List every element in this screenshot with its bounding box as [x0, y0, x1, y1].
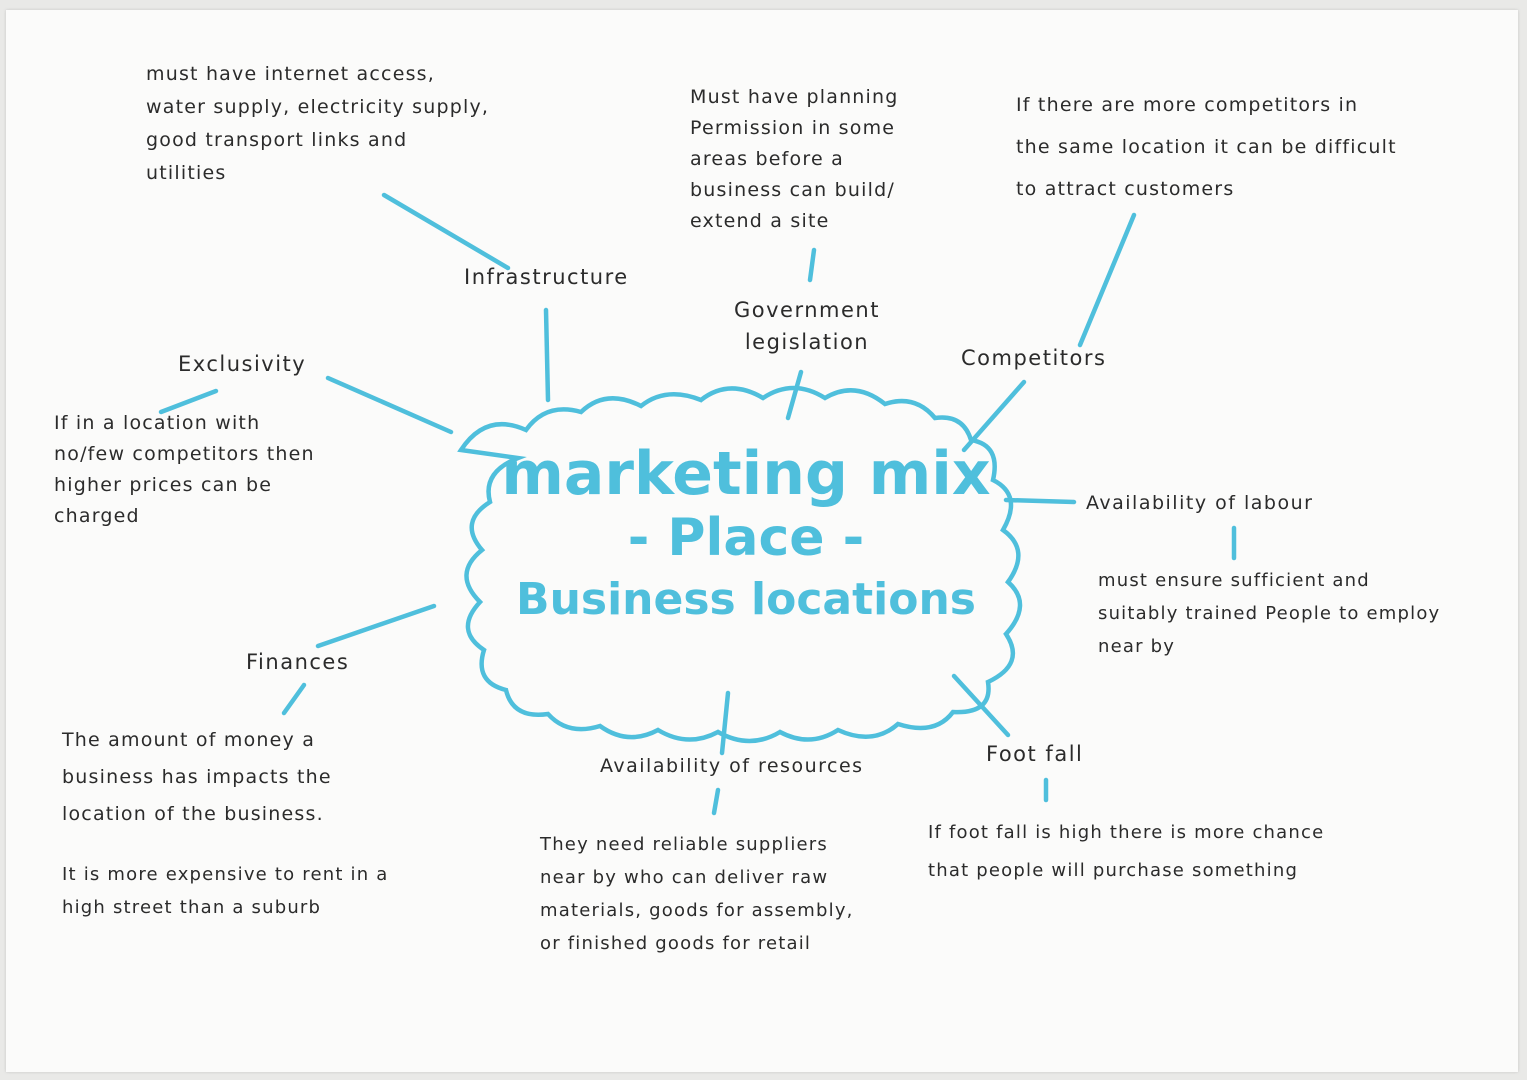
link-exclusivity [325, 375, 454, 435]
link-competitors [961, 379, 1027, 453]
resources-label: Availability of resources [600, 755, 864, 777]
link-footfall [951, 673, 1011, 738]
link-infrastructure [543, 307, 551, 403]
competitors-label: Competitors [961, 346, 1107, 370]
competitors-note: If there are more competitors in the sam… [1016, 94, 1397, 200]
link-government-note [807, 247, 817, 283]
mind-map-connectors [158, 192, 1237, 816]
central-topic-line-2: - Place - [627, 508, 865, 568]
central-cloud-outline [457, 385, 1023, 744]
link-infrastructure-note [381, 192, 511, 271]
link-finances-note [281, 682, 307, 716]
link-resources [719, 690, 731, 756]
link-resources-note [711, 787, 721, 816]
central-topic-line-3: Business locations [516, 574, 976, 625]
central-topic: marketing mix - Place - Business locatio… [476, 440, 1016, 632]
infrastructure-label: Infrastructure [464, 265, 629, 289]
link-labour [1003, 497, 1077, 505]
infrastructure-note: must have internet access, water supply,… [146, 63, 490, 184]
finances-note: The amount of money a business has impac… [62, 729, 332, 825]
labour-note: must ensure sufficient and suitably trai… [1098, 570, 1441, 657]
government-label: Government legislation [734, 298, 880, 354]
resources-note: They need reliable suppliers near by who… [540, 834, 854, 954]
finances-note-2: It is more expensive to rent in a high s… [62, 864, 389, 918]
link-finances [315, 603, 437, 649]
labour-label: Availability of labour [1086, 492, 1314, 514]
paper-sheet: marketing mix - Place - Business locatio… [6, 10, 1518, 1072]
government-note: Must have planning Permission in some ar… [690, 86, 899, 232]
finances-label: Finances [246, 650, 350, 674]
footfall-label: Foot fall [986, 742, 1084, 766]
link-competitors-note [1077, 212, 1137, 348]
link-exclusivity-note [158, 388, 219, 415]
footfall-note: If foot fall is high there is more chanc… [928, 822, 1325, 881]
link-government [785, 369, 804, 421]
exclusivity-label: Exclusivity [178, 352, 307, 376]
exclusivity-note: If in a location with no/few competitors… [54, 412, 315, 527]
central-topic-line-1: marketing mix [501, 439, 991, 509]
